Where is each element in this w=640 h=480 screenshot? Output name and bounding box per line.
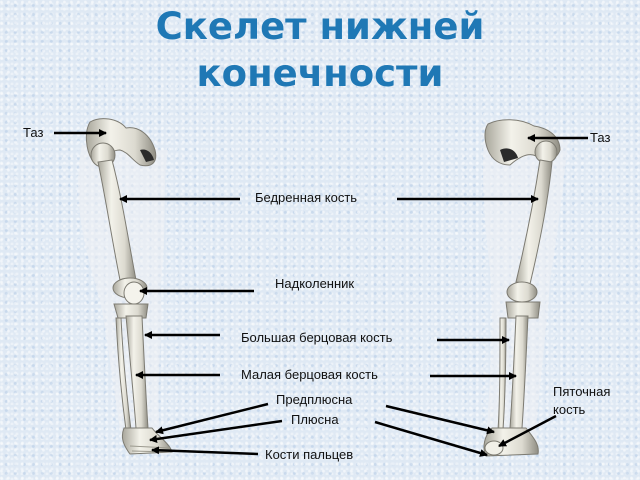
right-calcaneus [484,440,504,456]
label-patella: Надколенник [275,276,355,291]
label-tarsus: Предплюсна [276,392,353,407]
arrow-tarsus-right [385,404,495,435]
left-patella [123,281,145,305]
right-obturator-shadow [500,148,518,162]
diagram-title-line-2: конечности [196,52,444,95]
diagram-title-line-1: Скелет нижней [155,5,485,48]
pointer-arrows [54,129,588,457]
left-tibia-head [113,303,149,319]
label-metatarsus: Плюсна [291,412,339,427]
arrow-calcaneus [498,414,557,448]
label-pelvis-right: Таз [590,130,611,145]
left-leg-skeleton [78,118,173,455]
label-fibula: Малая берцовая кость [241,367,378,382]
left-leg-outline [78,145,170,455]
label-calcaneus-line-2: кость [553,402,586,417]
left-toe-lines [129,445,171,453]
left-obturator-shadow [140,149,154,162]
arrow-tarsus-left [155,402,269,435]
label-femur: Бедренная кость [255,190,358,205]
arrow-metatarsus-right [374,420,488,457]
label-phalanges: Кости пальцев [265,447,354,462]
label-tibia: Большая берцовая кость [241,330,393,345]
right-leg-skeleton [483,119,568,457]
label-pelvis-left: Таз [23,125,44,140]
arrow-phalanges [151,446,259,456]
arrow-metatarsus-left [149,419,283,443]
right-tibia-head [505,301,541,319]
label-calcaneus-line-1: Пяточная [553,384,611,399]
right-femur-condyle [506,281,538,303]
right-femur-head [534,140,558,164]
